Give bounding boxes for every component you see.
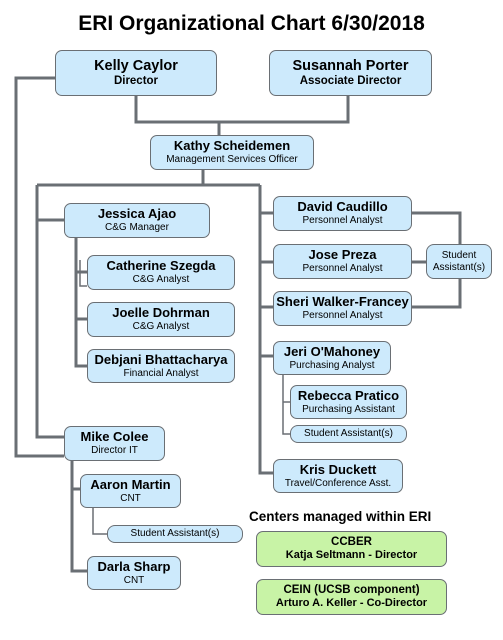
- director-role: Director: [113, 74, 159, 87]
- director-it-name: Mike Colee: [80, 429, 149, 445]
- ccber-name: CCBER: [331, 536, 372, 549]
- cein-name: CEIN (UCSB component): [283, 584, 420, 597]
- cg-analyst-box: Catherine Szegda C&G Analyst: [87, 255, 235, 290]
- travel-role: Travel/Conference Asst.: [284, 477, 392, 489]
- personnel-analyst-box: Sheri Walker-Francey Personnel Analyst: [273, 291, 412, 326]
- cg-manager-box: Jessica Ajao C&G Manager: [64, 203, 210, 238]
- associate-director-box: Susannah Porter Associate Director: [269, 50, 432, 96]
- ccber-box: CCBER Katja Seltmann - Director: [256, 531, 447, 567]
- associate-director-role: Associate Director: [299, 74, 402, 87]
- cnt-name: Aaron Martin: [90, 476, 171, 492]
- purchasing-student-label: Student Assistant(s): [304, 428, 393, 440]
- personnel-analyst-box: David Caudillo Personnel Analyst: [273, 196, 412, 231]
- personnel-analyst-name: Sheri Walker-Francey: [276, 294, 409, 310]
- financial-analyst-box: Debjani Bhattacharya Financial Analyst: [87, 349, 235, 383]
- ccber-lead: Katja Seltmann - Director: [285, 549, 418, 562]
- cnt-box: Aaron Martin CNT: [80, 474, 181, 508]
- travel-box: Kris Duckett Travel/Conference Asst.: [273, 459, 403, 493]
- cnt-name: Darla Sharp: [97, 558, 171, 574]
- director-name: Kelly Caylor: [94, 58, 178, 75]
- purchasing-analyst-role: Purchasing Analyst: [289, 359, 375, 371]
- personnel-analyst-role: Personnel Analyst: [302, 215, 383, 227]
- travel-name: Kris Duckett: [299, 461, 377, 477]
- associate-director-name: Susannah Porter: [292, 58, 409, 75]
- cg-manager-name: Jessica Ajao: [97, 206, 177, 222]
- purchasing-assistant-role: Purchasing Assistant: [302, 403, 395, 415]
- financial-analyst-role: Financial Analyst: [123, 367, 199, 379]
- personnel-student-box: Student Assistant(s): [426, 244, 492, 279]
- purchasing-student-box: Student Assistant(s): [290, 425, 407, 443]
- director-it-role: Director IT: [91, 445, 138, 457]
- purchasing-analyst-name: Jeri O'Mahoney: [283, 343, 381, 359]
- mso-role: Management Services Officer: [166, 154, 298, 166]
- cg-analyst-box: Joelle Dohrman C&G Analyst: [87, 302, 235, 337]
- cein-box: CEIN (UCSB component) Arturo A. Keller -…: [256, 579, 447, 615]
- mso-box: Kathy Scheidemen Management Services Off…: [150, 135, 314, 170]
- cg-analyst-name: Catherine Szegda: [106, 258, 216, 274]
- personnel-analyst-box: Jose Preza Personnel Analyst: [273, 244, 412, 279]
- personnel-student-label: Student Assistant(s): [432, 250, 486, 273]
- it-student-box: Student Assistant(s): [107, 525, 243, 543]
- cnt-box: Darla Sharp CNT: [87, 556, 181, 590]
- cg-analyst-role: C&G Analyst: [132, 274, 190, 286]
- personnel-analyst-name: Jose Preza: [308, 247, 377, 263]
- personnel-analyst-name: David Caudillo: [297, 199, 388, 215]
- financial-analyst-name: Debjani Bhattacharya: [94, 351, 228, 367]
- director-it-box: Mike Colee Director IT: [64, 426, 165, 461]
- cnt-role: CNT: [123, 574, 145, 586]
- cg-analyst-role: C&G Analyst: [132, 321, 190, 333]
- purchasing-analyst-box: Jeri O'Mahoney Purchasing Analyst: [273, 341, 391, 375]
- personnel-analyst-role: Personnel Analyst: [302, 263, 383, 275]
- purchasing-assistant-name: Rebecca Pratico: [297, 387, 400, 403]
- cg-manager-role: C&G Manager: [105, 222, 169, 234]
- it-student-label: Student Assistant(s): [130, 528, 220, 540]
- personnel-analyst-role: Personnel Analyst: [302, 310, 383, 322]
- cnt-role: CNT: [120, 492, 141, 504]
- mso-name: Kathy Scheidemen: [173, 138, 291, 154]
- cg-analyst-name: Joelle Dohrman: [112, 305, 210, 321]
- purchasing-assistant-box: Rebecca Pratico Purchasing Assistant: [290, 385, 407, 419]
- centers-heading: Centers managed within ERI: [249, 509, 432, 524]
- chart-title: ERI Organizational Chart 6/30/2018: [78, 12, 425, 35]
- director-box: Kelly Caylor Director: [55, 50, 217, 96]
- cein-lead: Arturo A. Keller - Co-Director: [275, 597, 428, 610]
